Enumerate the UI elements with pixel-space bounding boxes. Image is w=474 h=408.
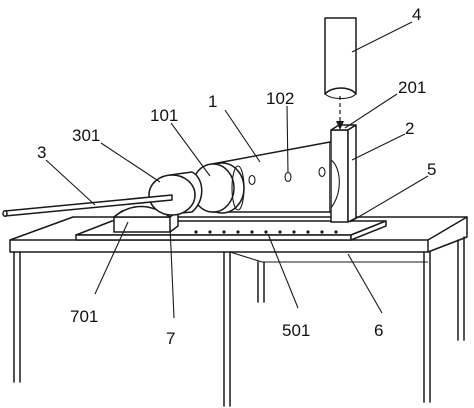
leader-102 xyxy=(286,105,289,174)
table-under-edge xyxy=(229,251,263,263)
leader-3 xyxy=(45,159,96,206)
rod xyxy=(2,194,173,218)
leader-1 xyxy=(224,109,261,163)
label-102: 102 xyxy=(266,89,294,108)
insert-tube-body xyxy=(324,17,357,95)
label-6: 6 xyxy=(374,321,383,340)
leader-301 xyxy=(100,142,161,183)
cylinder-holes xyxy=(248,166,326,186)
label-501: 501 xyxy=(282,321,310,340)
leader-7 xyxy=(169,225,175,319)
leader-2 xyxy=(351,133,406,161)
insert-direction-arrowhead xyxy=(336,121,344,130)
end-cap xyxy=(148,171,203,216)
bracket-side xyxy=(347,124,357,223)
label-3: 3 xyxy=(37,143,46,162)
label-301: 301 xyxy=(72,126,100,145)
label-2: 2 xyxy=(405,119,414,138)
leader-5 xyxy=(349,175,429,223)
bracket-front xyxy=(330,129,349,223)
base-plate-front xyxy=(75,234,352,241)
leader-4 xyxy=(351,21,413,53)
leader-101 xyxy=(170,122,211,177)
base-plate-side xyxy=(350,220,387,241)
base-plate-holes xyxy=(194,230,338,234)
leader-6 xyxy=(347,253,383,314)
leader-201 xyxy=(344,93,398,129)
table-legs xyxy=(13,236,465,407)
reference-labels: 4 201 2 5 1 102 101 301 3 701 7 501 6 xyxy=(37,5,436,348)
label-5: 5 xyxy=(427,160,436,179)
label-701: 701 xyxy=(70,307,98,326)
label-201: 201 xyxy=(398,78,426,97)
leader-lines xyxy=(45,21,429,319)
leader-701 xyxy=(94,221,129,295)
end-bracket xyxy=(330,124,357,223)
insert-tube xyxy=(324,17,357,130)
leader-501 xyxy=(267,233,299,309)
label-101: 101 xyxy=(150,106,178,125)
label-7: 7 xyxy=(166,329,175,348)
label-4: 4 xyxy=(412,5,421,24)
ring-collar xyxy=(191,162,245,214)
label-1: 1 xyxy=(208,92,217,111)
support-saddle xyxy=(113,205,171,218)
